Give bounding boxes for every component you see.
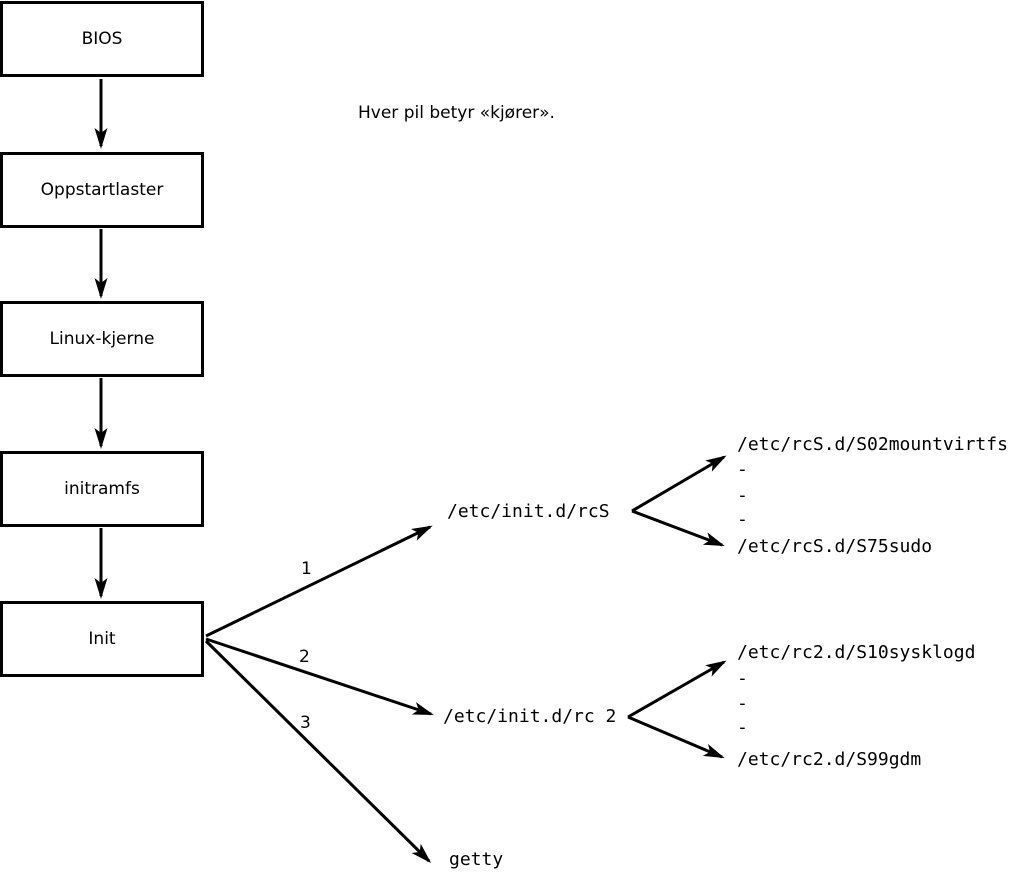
node-rc2-ellipsis-1: -	[737, 668, 748, 689]
arrow-rcs-to-s02mountvirtfs	[631, 455, 727, 513]
flow-box-bios: BIOS	[0, 1, 204, 77]
node-init-d-rc2: /etc/init.d/rc 2	[443, 706, 617, 727]
arrow-number-2: 2	[299, 647, 310, 667]
node-rcs-s75sudo: /etc/rcS.d/S75sudo	[737, 536, 933, 557]
flow-box-oppstartlaster-label: Oppstartlaster	[40, 180, 164, 200]
node-rc2-ellipsis-3: -	[737, 717, 748, 738]
arrow-init-to-rcs	[205, 525, 433, 638]
flow-box-init-label: Init	[88, 629, 116, 649]
arrow-init-to-rc2	[205, 637, 434, 716]
legend-note: Hver pil betyr «kjører».	[358, 103, 555, 123]
flow-box-initramfs-label: initramfs	[64, 479, 140, 499]
node-rc2-ellipsis-2: -	[737, 693, 748, 714]
node-rcs-s02mountvirtfs: /etc/rcS.d/S02mountvirtfs	[737, 434, 1008, 455]
arrow-rcs-to-s75sudo	[631, 509, 725, 547]
node-rc2-s10sysklogd: /etc/rc2.d/S10sysklogd	[737, 642, 976, 663]
flow-box-oppstartlaster: Oppstartlaster	[0, 152, 204, 228]
node-rc2-s99gdm: /etc/rc2.d/S99gdm	[737, 749, 922, 770]
flow-box-linux-kjerne-label: Linux-kjerne	[49, 329, 155, 349]
flow-box-bios-label: BIOS	[81, 29, 123, 49]
arrow-rc2-to-s99gdm	[627, 715, 725, 759]
arrow-number-3: 3	[300, 713, 311, 733]
flow-box-linux-kjerne: Linux-kjerne	[0, 301, 204, 377]
arrow-init-to-getty	[204, 639, 432, 864]
node-rcs-ellipsis-3: -	[737, 509, 748, 530]
node-rcs-ellipsis-2: -	[737, 485, 748, 506]
node-rcs-ellipsis-1: -	[737, 459, 748, 480]
flow-box-init: Init	[0, 601, 204, 677]
arrow-number-1: 1	[301, 559, 312, 579]
flow-box-initramfs: initramfs	[0, 451, 204, 527]
arrow-rc2-to-s10sysklogd	[627, 660, 727, 719]
node-init-d-rcs: /etc/init.d/rcS	[447, 501, 610, 522]
node-getty: getty	[449, 849, 504, 870]
